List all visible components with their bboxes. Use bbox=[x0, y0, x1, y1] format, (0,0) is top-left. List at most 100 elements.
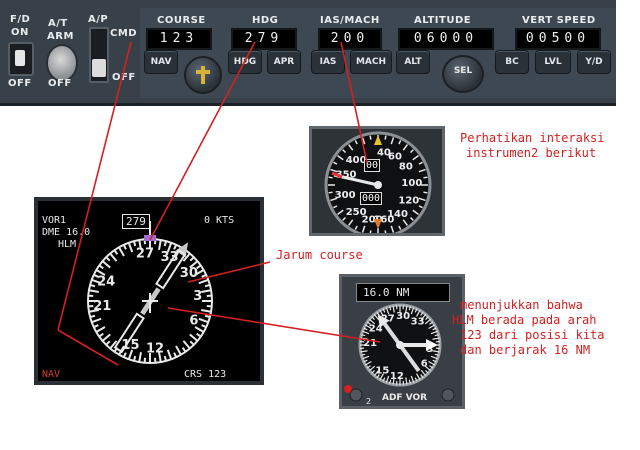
asi-scale-label: 40 bbox=[377, 148, 391, 159]
asi-tick bbox=[333, 205, 338, 209]
compass-tick bbox=[201, 289, 212, 293]
compass-tick bbox=[93, 324, 99, 329]
asi-scale-label: 250 bbox=[346, 207, 367, 218]
compass-tick bbox=[105, 256, 111, 262]
compass-tick bbox=[434, 334, 439, 337]
ap-switch-track[interactable] bbox=[89, 27, 109, 83]
compass-tick bbox=[127, 242, 134, 253]
course-window: 123 bbox=[146, 28, 212, 50]
ap-label: A/P bbox=[88, 14, 109, 25]
compass-tick bbox=[420, 313, 427, 321]
bc-button[interactable]: BC bbox=[495, 50, 529, 74]
fd-switch[interactable] bbox=[8, 42, 34, 76]
compass-tick bbox=[189, 333, 199, 342]
compass-label: 6 bbox=[421, 359, 428, 370]
compass-tick bbox=[392, 377, 395, 385]
compass-tick bbox=[389, 379, 392, 384]
ap-switch-lever bbox=[92, 59, 106, 77]
compass-tick bbox=[163, 240, 168, 247]
compass-tick bbox=[434, 353, 439, 356]
asi-tick bbox=[398, 140, 402, 145]
hsi-aircraft-symbol bbox=[142, 293, 158, 313]
asi-tick bbox=[330, 197, 338, 202]
compass-tick bbox=[432, 350, 440, 353]
asi-tick bbox=[412, 155, 419, 161]
altitude-sel-knob[interactable]: SEL bbox=[442, 55, 484, 93]
annotation-top-right-line-1: Perhatikan interaksi bbox=[460, 131, 605, 145]
compass-label: 6 bbox=[189, 314, 198, 329]
compass-tick bbox=[175, 345, 182, 356]
compass-tick bbox=[424, 365, 432, 372]
compass-tick bbox=[424, 318, 432, 325]
annotation-jarum-course: Jarum course bbox=[276, 248, 363, 262]
compass-tick bbox=[122, 352, 127, 358]
compass-tick bbox=[429, 321, 434, 325]
compass-tick bbox=[201, 324, 207, 329]
compass-tick bbox=[105, 340, 111, 346]
compass-tick bbox=[89, 314, 96, 319]
hdg-button[interactable]: HDG bbox=[228, 50, 262, 74]
compass-tick bbox=[158, 239, 162, 250]
asi-tick bbox=[361, 225, 366, 233]
annotation-top-right-line-2: instrumen2 berikut bbox=[466, 146, 597, 160]
ias-button[interactable]: IAS bbox=[311, 50, 345, 74]
asi-tick bbox=[384, 135, 387, 140]
asi-tick bbox=[348, 219, 354, 226]
compass-tick bbox=[410, 375, 415, 383]
compass-tick bbox=[118, 345, 125, 356]
compass-tick bbox=[408, 379, 411, 384]
compass-tick bbox=[89, 283, 96, 288]
asi-scale-label: 140 bbox=[387, 209, 408, 220]
fd-label: F/D bbox=[10, 14, 31, 25]
compass-tick bbox=[385, 375, 390, 383]
annotation-bottom-right-line-2: HLM berada pada arah bbox=[452, 313, 597, 327]
mode-control-panel: F/D ON OFF A/T ARM OFF A/P CMD OFF COURS… bbox=[0, 0, 616, 106]
course-knob[interactable] bbox=[184, 56, 222, 94]
rmi-knob-number: 2 bbox=[366, 397, 372, 406]
compass-label: 21 bbox=[93, 299, 111, 314]
compass-tick bbox=[432, 337, 440, 340]
compass-tick bbox=[127, 349, 134, 360]
hdg-window: 279 bbox=[231, 28, 297, 50]
at-arm-switch[interactable] bbox=[46, 44, 78, 82]
asi-tick bbox=[418, 197, 426, 202]
hdg-label: HDG bbox=[252, 15, 279, 26]
yd-button[interactable]: Y/D bbox=[577, 50, 611, 74]
course-label: COURSE bbox=[157, 15, 206, 26]
compass-tick bbox=[198, 317, 209, 324]
alt-button[interactable]: ALT bbox=[396, 50, 430, 74]
at-arm-label: ARM bbox=[47, 31, 74, 42]
compass-label: 33 bbox=[160, 250, 178, 265]
asi-tick bbox=[418, 161, 423, 165]
asi-tick bbox=[333, 161, 338, 165]
compass-tick bbox=[158, 352, 162, 363]
hsi-vor-label: VOR1 bbox=[42, 215, 67, 226]
compass-tick bbox=[425, 370, 429, 374]
asi-tick bbox=[384, 230, 387, 233]
at-off-label: OFF bbox=[48, 78, 72, 89]
compass-tick bbox=[414, 308, 418, 313]
mach-button[interactable]: MACH bbox=[350, 50, 392, 74]
vert-speed-label: VERT SPEED bbox=[522, 15, 596, 26]
asi-mach-window: 00 bbox=[364, 159, 381, 172]
asi-tick bbox=[369, 135, 372, 140]
rmi-dme-window: 16.0 NM bbox=[356, 283, 450, 302]
asi-scale-label: 200 bbox=[362, 214, 383, 225]
compass-tick bbox=[368, 365, 376, 372]
asi-scale-label: 80 bbox=[399, 161, 413, 172]
asi-tick bbox=[418, 205, 423, 209]
asi-tick bbox=[409, 149, 414, 154]
compass-tick bbox=[428, 360, 435, 366]
lvl-button[interactable]: LVL bbox=[535, 50, 571, 74]
asi-tick bbox=[328, 191, 333, 194]
compass-tick bbox=[361, 353, 366, 356]
apr-button[interactable]: APR bbox=[267, 50, 301, 74]
compass-label: 15 bbox=[121, 338, 139, 353]
compass-tick bbox=[182, 252, 191, 262]
compass-tick bbox=[132, 355, 137, 362]
annotation-bottom-right-line-4: dan berjarak 16 NM bbox=[460, 343, 591, 357]
compass-tick bbox=[415, 373, 421, 380]
compass-label: 33 bbox=[411, 317, 425, 328]
nav-button[interactable]: NAV bbox=[144, 50, 178, 74]
rmi-dme-value: 16.0 NM bbox=[363, 286, 410, 299]
